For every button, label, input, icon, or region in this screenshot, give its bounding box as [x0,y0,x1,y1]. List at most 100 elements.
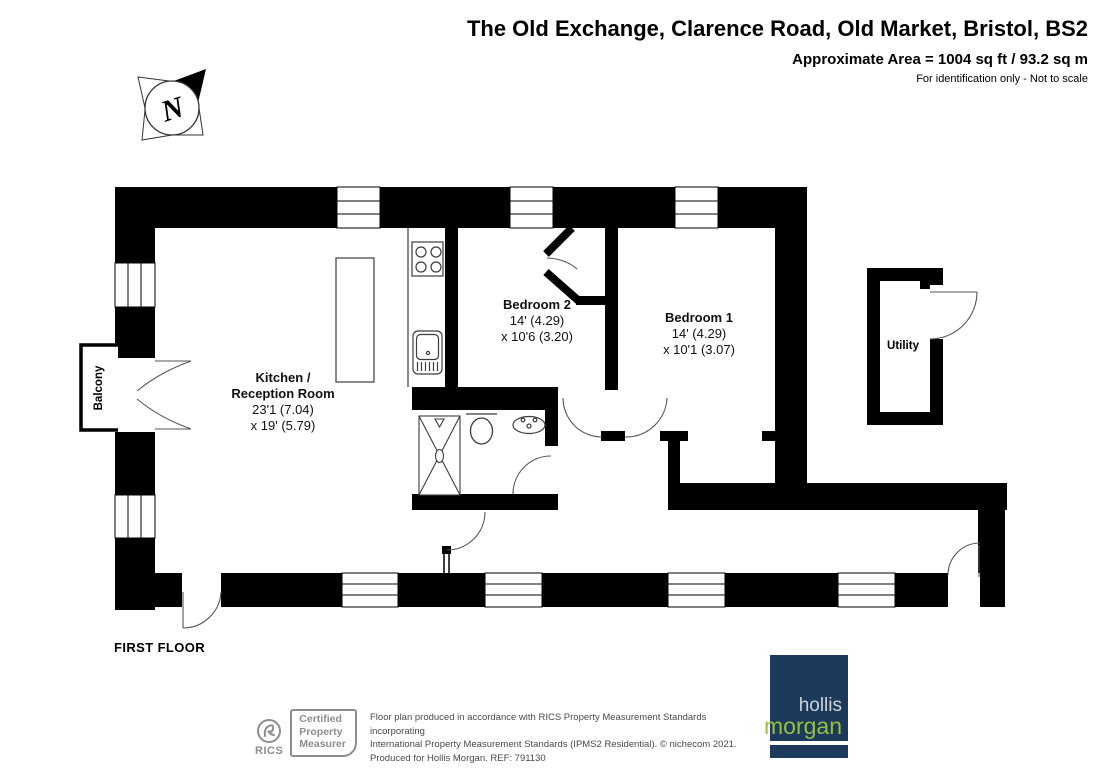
disclaimer-line3: Produced for Hollis Morgan. REF: 791130 [370,752,546,764]
bedroom1-door-arc [624,397,668,438]
logo-divider [770,741,848,745]
disclaimer-line1: Floor plan produced in accordance with R… [370,712,707,737]
toilet-bowl [469,417,494,445]
hob-ring [415,261,427,273]
kitchen-island [335,257,375,383]
bedroom1-label: Bedroom 1 14' (4.29) x 10'1 (3.07) [599,310,799,358]
bedroom1-dim2: x 10'1 (3.07) [663,342,735,357]
bed2-chevron-stub [576,296,607,305]
kitchen-name-line1: Kitchen / [255,370,311,385]
kitchen-fixtures [335,228,444,387]
basin-tap [520,417,526,423]
entry-door-right [947,542,981,577]
kitchen-partition-stub [442,546,451,554]
bedroom1-name: Bedroom 1 [665,310,733,325]
disclaimer-line2: International Property Measurement Stand… [370,739,737,750]
bedroom2-label: Bedroom 2 14' (4.29) x 10'6 (3.20) [437,297,637,345]
exterior-doors [182,542,981,629]
bed2-chevron-door-arc [546,257,578,270]
bathroom-door-arc [512,455,552,495]
basin-drain [526,423,532,429]
bathroom-right-wall [545,405,558,446]
bed2-chevron-wall-upper [543,225,575,257]
floor-label: FIRST FLOOR [114,640,206,655]
interior-walls [412,225,775,573]
window-top-1 [336,186,381,229]
hollis-morgan-logo: hollis morgan [764,655,848,758]
window-bottom-2 [484,572,543,608]
shower [418,415,461,496]
right-extension-wall [978,510,1005,607]
interior-doors [446,397,668,551]
logo-morgan: morgan [764,713,842,739]
kitchen-partition-glazed [443,554,450,573]
basin-bowl [512,415,546,435]
utility-door [929,291,978,340]
right-wall-stub [762,431,775,441]
rics-crest-icon [257,719,282,743]
disclaimer: Floor plan produced in accordance with R… [370,711,760,765]
window-top-3 [674,186,719,229]
utility-label: Utility [887,340,919,352]
hob-ring [415,246,427,258]
shower-head [434,418,445,429]
kitchen-sink [412,330,443,375]
kitchen-bed2-divider [445,228,458,388]
identification-note: For identification only - Not to scale [916,73,1088,85]
right-wall [775,187,807,510]
utility-room [867,268,978,425]
rics-cert-line1: Certified [299,713,342,725]
balcony-door-opening [115,358,155,432]
logo-hollis: hollis [798,695,842,716]
bedroom2-dim1: 14' (4.29) [509,313,565,328]
entry-door-left [182,591,222,629]
sink-drainer-lines [416,362,439,371]
utility-door-arc [929,291,978,340]
entry-door-left-arc [182,591,222,629]
logo-footer-strip [770,745,848,758]
kitchen-corridor-door-arc [446,511,486,551]
balcony-structure [79,343,192,432]
rics-cert-line2: Property [299,725,343,738]
entry-door-gap-left [182,573,221,607]
utility-notch [920,281,930,289]
windows [114,186,896,608]
hob-ring [430,246,442,258]
kitchen-label: Kitchen / Reception Room 23'1 (7.04) x 1… [183,370,383,434]
utility-interior [880,281,930,412]
french-door-arc-bottom [136,398,192,430]
bed1-left-lower-wall [668,441,680,489]
hall-center-stub [601,431,625,441]
rics-cert-box: Certified Property Measurer [290,709,357,757]
bedroom2-door-arc [562,397,603,438]
window-bottom-1 [341,572,399,608]
kitchen-dim1: 23'1 (7.04) [252,402,314,417]
window-left-1 [114,262,156,308]
kitchen-name-line2: Reception Room [231,386,335,401]
french-door-arc-top [136,360,192,392]
bathroom-top-wall [412,387,558,410]
hob-ring [430,261,442,273]
balcony-label: Balcony [93,365,105,411]
bedroom2-dim2: x 10'6 (3.20) [501,329,573,344]
hall-right-stub [660,431,688,441]
window-bottom-3 [667,572,726,608]
balcony-outline [79,343,118,432]
rics-org-text: RICS [255,745,284,757]
balcony-french-doors [136,360,192,430]
window-left-2 [114,494,156,539]
rics-cert-line3: Measurer [299,738,346,750]
bedroom1-bottom-wall [668,483,1007,510]
hollis-morgan-wordmark: hollis morgan [764,695,848,738]
approximate-area: Approximate Area = 1004 sq ft / 93.2 sq … [792,51,1088,68]
window-top-2 [509,186,554,229]
bedroom1-dim1: 14' (4.29) [671,326,727,341]
shower-drain [434,448,445,464]
bed2-chevron-wall-lower [543,269,583,305]
hob [411,241,444,277]
toilet [466,413,497,445]
bathroom-fixtures [418,413,546,496]
kitchen-dim2: x 19' (5.79) [250,418,316,433]
